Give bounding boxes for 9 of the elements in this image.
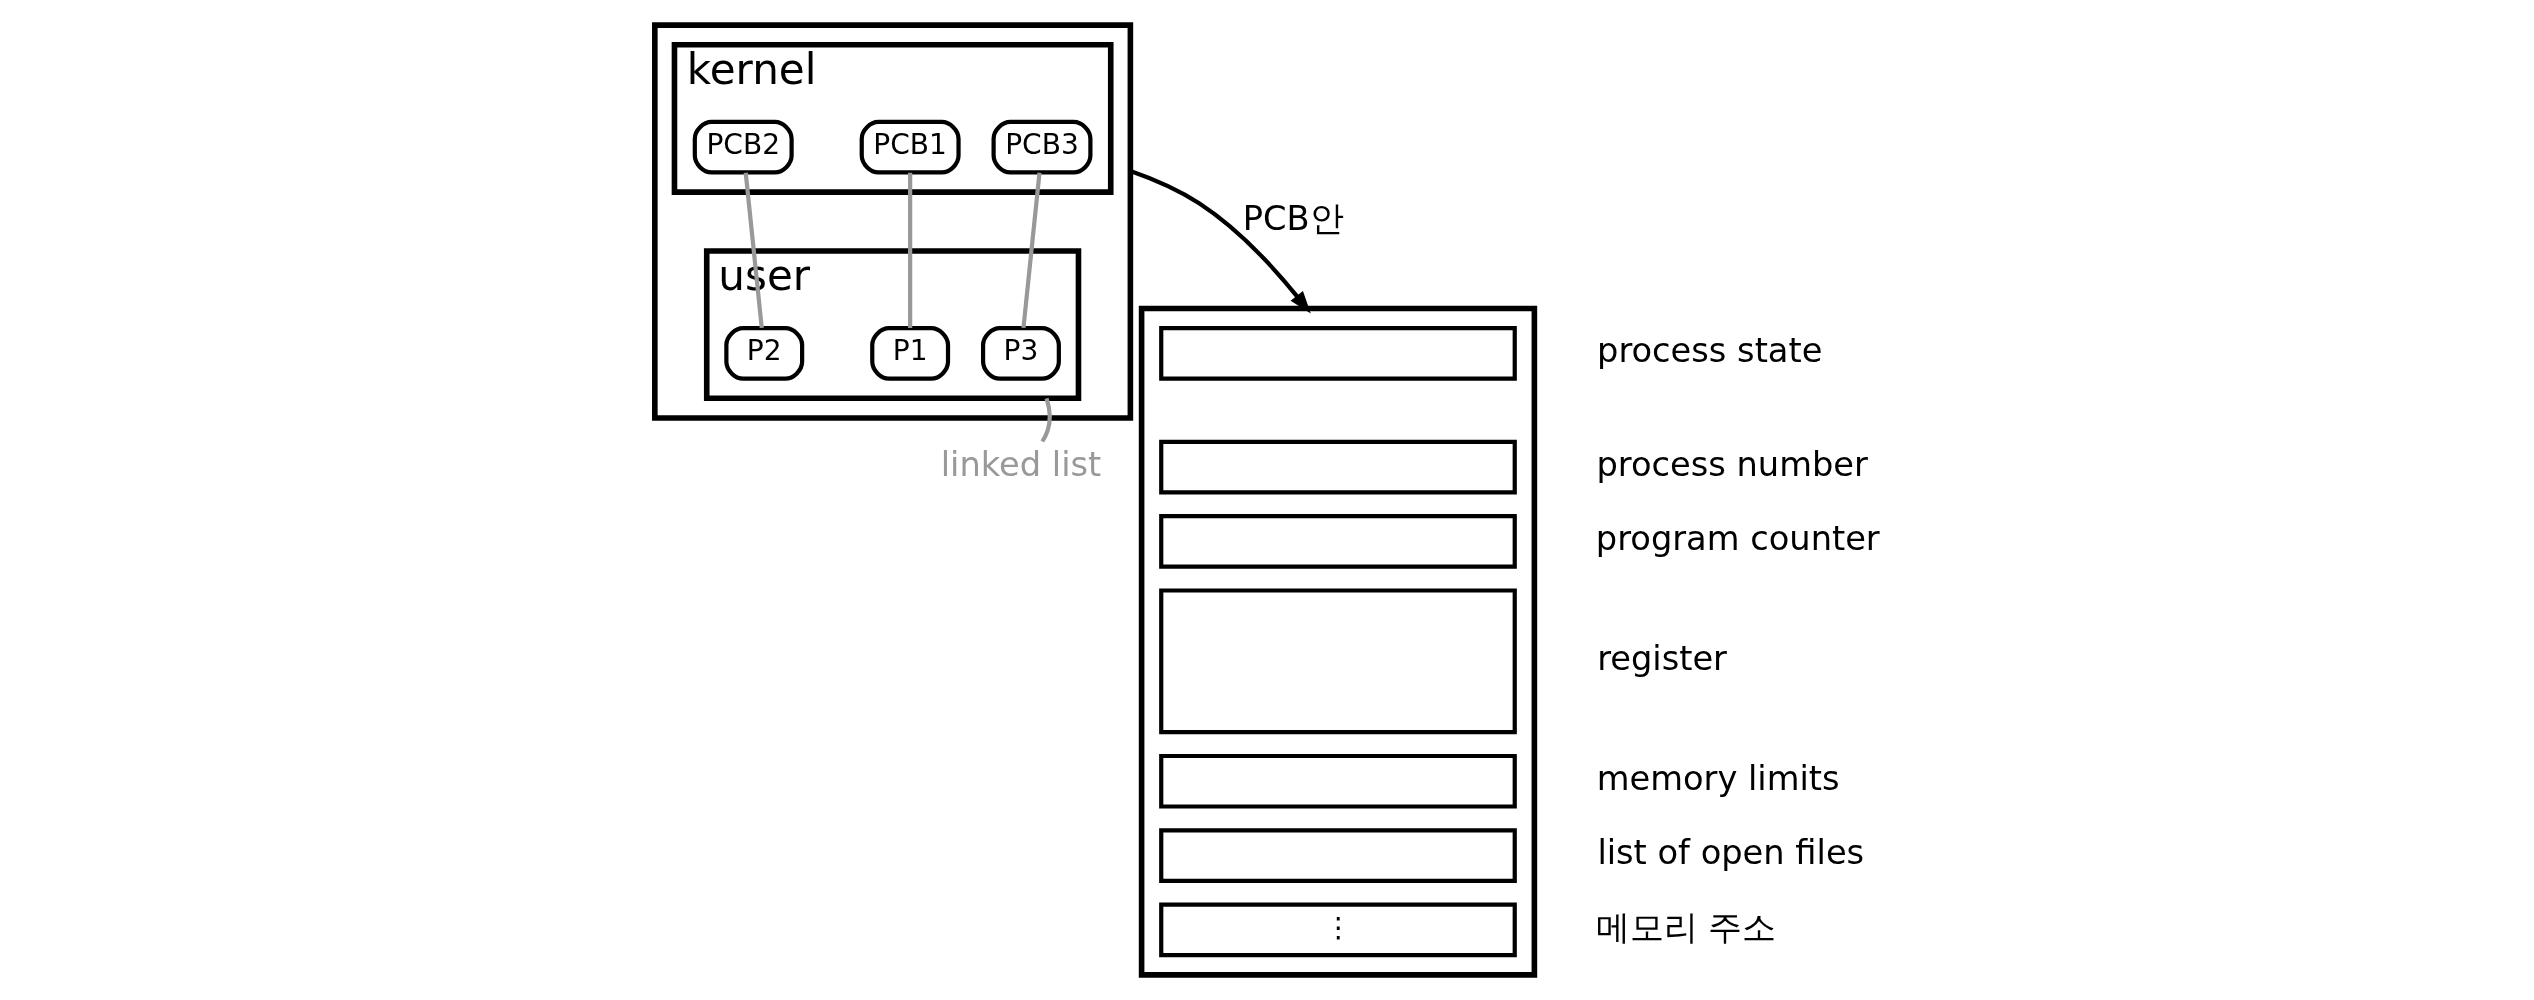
edge-label: PCB안 <box>1242 199 1344 239</box>
node-label: list of open files <box>1596 833 1864 873</box>
node-label: program counter <box>1595 519 1880 559</box>
node-text: linked list <box>940 444 1101 484</box>
node-label: register <box>1596 639 1727 679</box>
node-label: process number <box>1595 444 1868 484</box>
node-label: 메모리 주소 <box>1595 907 1776 947</box>
node-label: process state <box>1596 331 1822 371</box>
node-label: memory limits <box>1596 758 1840 798</box>
